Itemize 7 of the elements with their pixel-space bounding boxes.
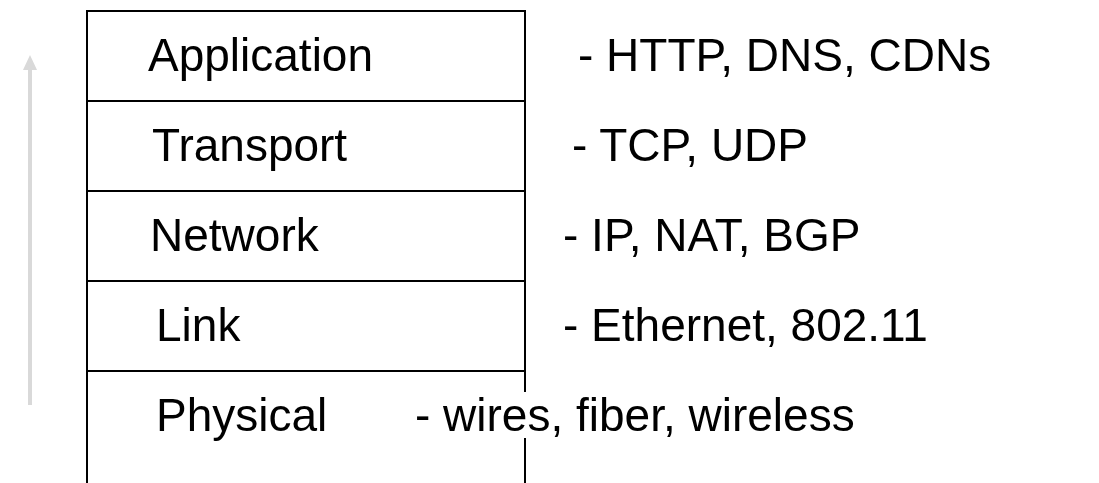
layer-box <box>86 100 526 192</box>
protocol-list: - wires, fiber, wireless <box>415 392 855 438</box>
layer-box <box>86 10 526 102</box>
layer-box <box>86 190 526 282</box>
layer-name: Link <box>156 302 241 348</box>
layer-box <box>86 280 526 372</box>
layer-name: Network <box>150 212 319 258</box>
